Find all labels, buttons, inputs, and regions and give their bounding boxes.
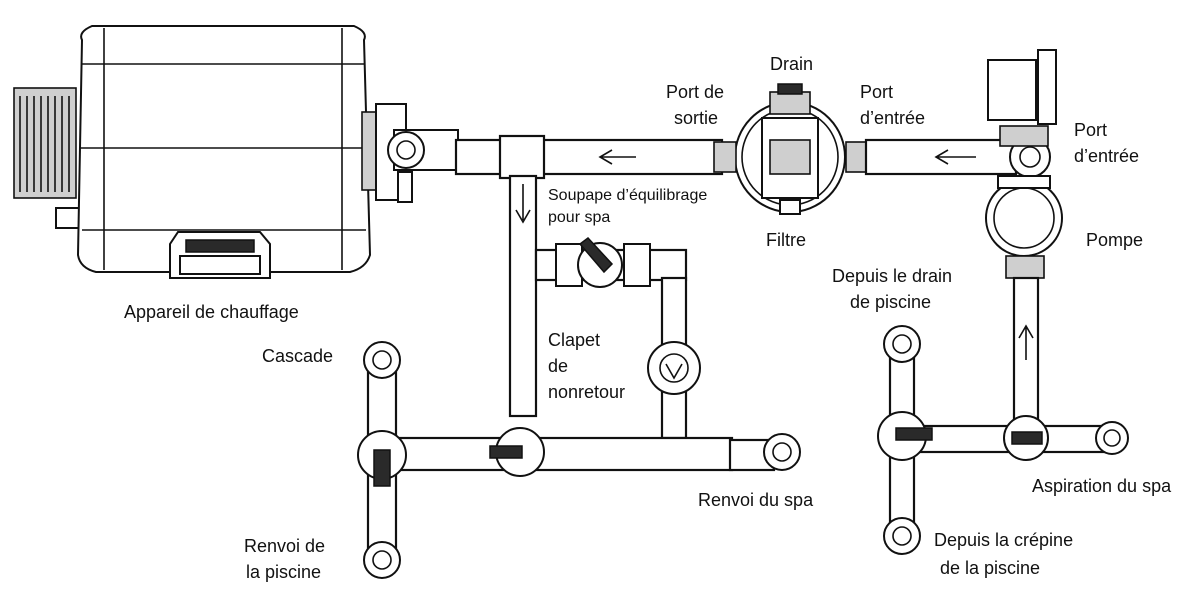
- label-soupape-line1: Soupape d’équilibrage: [548, 187, 707, 204]
- label-depuis-crepine-line1: Depuis la crépine: [934, 530, 1073, 550]
- label-drain: Drain: [770, 54, 813, 74]
- label-appareil: Appareil de chauffage: [124, 302, 299, 322]
- label-port-entree-filter-line1: Port: [860, 82, 893, 102]
- label-port-entree-filter-line2: d’entrée: [860, 108, 925, 128]
- label-port-entree-pump-line2: d’entrée: [1074, 146, 1139, 166]
- label-pompe: Pompe: [1086, 230, 1143, 250]
- label-renvoi-spa: Renvoi du spa: [698, 490, 814, 510]
- filter: [713, 83, 869, 215]
- pump-to-filter-pipe: [864, 136, 1051, 178]
- label-clapet-line2: de: [548, 356, 568, 376]
- suction-manifold: [877, 325, 1129, 555]
- heater: [13, 25, 459, 279]
- label-clapet-line1: Clapet: [548, 330, 600, 350]
- label-renvoi-piscine-line2: la piscine: [246, 562, 321, 582]
- label-depuis-drain-line2: de piscine: [850, 292, 931, 312]
- label-depuis-crepine-line2: de la piscine: [940, 558, 1040, 578]
- label-port-sortie-line1: Port de: [666, 82, 724, 102]
- label-soupape-line2: pour spa: [548, 209, 610, 226]
- label-aspiration-spa: Aspiration du spa: [1032, 476, 1172, 496]
- pump: [985, 49, 1063, 430]
- label-port-sortie-line2: sortie: [674, 108, 718, 128]
- check-valve: [647, 341, 701, 395]
- label-filtre: Filtre: [766, 230, 806, 250]
- pool-return-manifold: [357, 341, 801, 579]
- label-cascade: Cascade: [262, 346, 333, 366]
- label-port-entree-pump-line1: Port: [1074, 120, 1107, 140]
- label-renvoi-piscine-line1: Renvoi de: [244, 536, 325, 556]
- label-depuis-drain-line1: Depuis le drain: [832, 266, 952, 286]
- label-clapet-line3: nonretour: [548, 382, 625, 402]
- main-pipe: [454, 134, 724, 418]
